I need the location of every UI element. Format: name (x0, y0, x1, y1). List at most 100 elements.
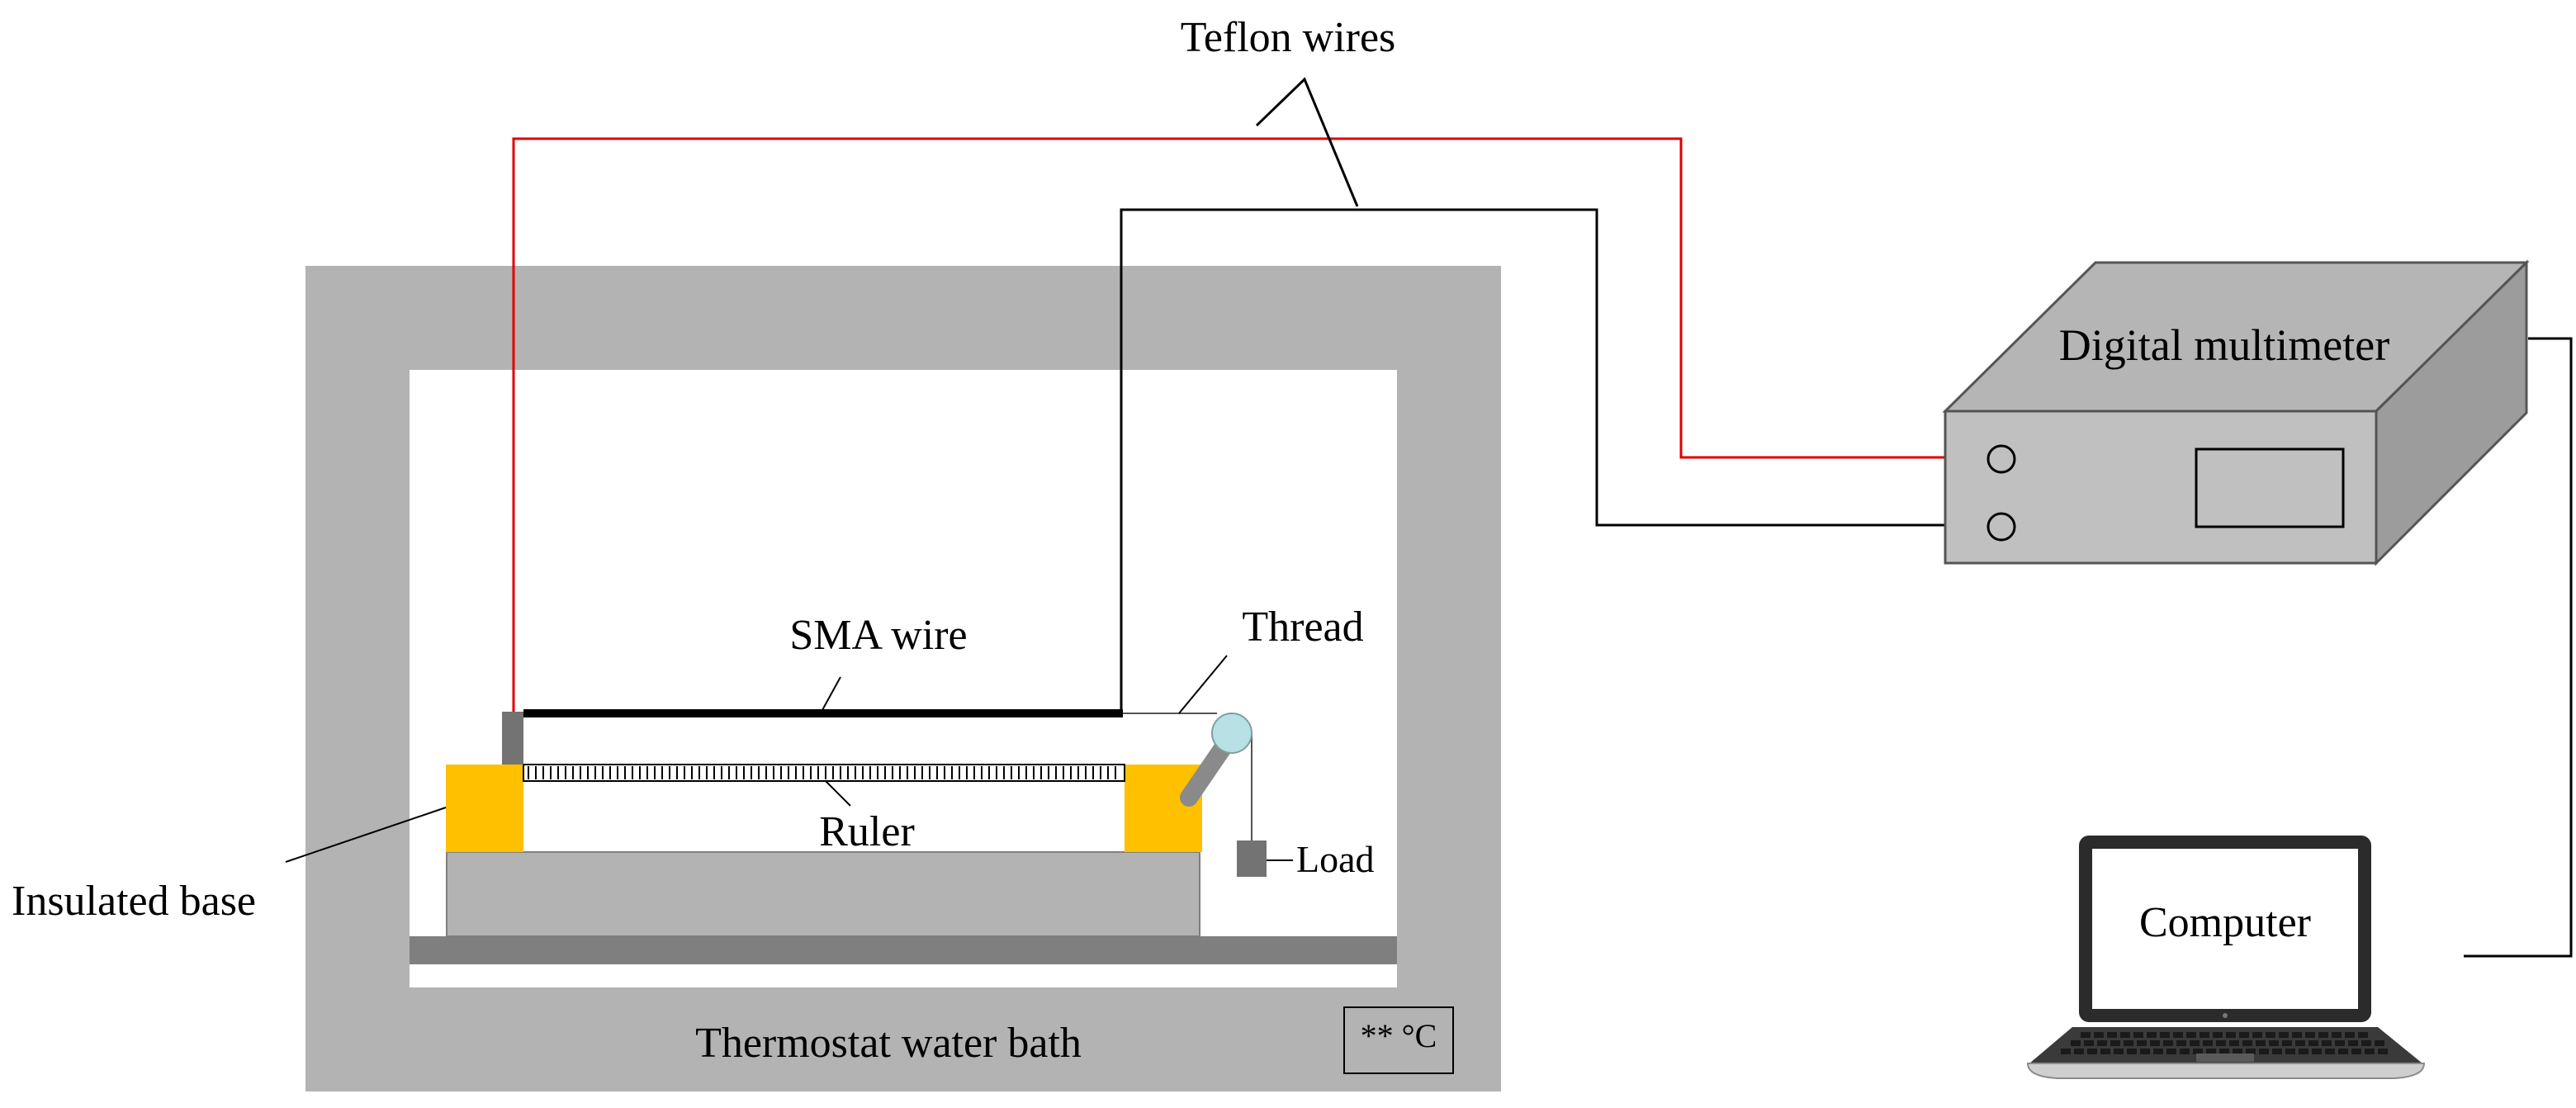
ruler-leader (825, 780, 851, 807)
laptop-key (2375, 1040, 2384, 1046)
laptop-key (2166, 1049, 2176, 1054)
laptop-key (2292, 1032, 2302, 1038)
laptop-key (2282, 1040, 2292, 1046)
insulated-base-leader (285, 807, 447, 863)
laptop-key (2186, 1032, 2196, 1038)
laptop-key (2378, 1049, 2388, 1054)
laptop-key (2120, 1032, 2130, 1038)
laptop-key (2176, 1040, 2186, 1046)
laptop-key (2074, 1049, 2084, 1054)
laptop-key (2087, 1049, 2097, 1054)
laptop-key (2335, 1040, 2345, 1046)
laptop-key (2140, 1049, 2150, 1054)
laptop-key (2100, 1049, 2110, 1054)
laptop-camera (2223, 1013, 2228, 1018)
laptop-key (2269, 1040, 2279, 1046)
laptop-key (2094, 1032, 2104, 1038)
laptop-key (2365, 1049, 2375, 1054)
laptop-key (2110, 1040, 2120, 1046)
laptop-key (2229, 1040, 2239, 1046)
laptop-key (2239, 1032, 2249, 1038)
laptop-key (2084, 1040, 2094, 1046)
laptop-key (2279, 1032, 2289, 1038)
insulated-base-left (446, 765, 523, 852)
laptop-key (2305, 1032, 2315, 1038)
laptop-key (2127, 1049, 2137, 1054)
label-computer: Computer (2139, 899, 2311, 946)
laptop-key (2180, 1049, 2190, 1054)
ruler-ticks (528, 766, 1116, 779)
laptop-key (2272, 1049, 2282, 1054)
sma-wire-leader (822, 676, 841, 711)
pulley (1211, 713, 1252, 754)
teflon-wires-leader (1255, 77, 1359, 207)
laptop-key (2358, 1032, 2368, 1038)
laptop-key (2133, 1032, 2143, 1038)
laptop-key (2351, 1049, 2361, 1054)
laptop-key (2107, 1032, 2117, 1038)
laptop-key (2299, 1049, 2308, 1054)
laptop-keys (2061, 1032, 2388, 1054)
laptop-key (2361, 1040, 2371, 1046)
label-temperature: ** °C (1361, 1017, 1437, 1054)
label-ruler: Ruler (819, 808, 915, 855)
insulated-base-right (1125, 765, 1202, 852)
ruler (523, 764, 1125, 782)
label-thermostat-water-bath: Thermostat water bath (695, 1020, 1082, 1067)
laptop-key (2213, 1032, 2223, 1038)
teflon-wire-black (1120, 208, 1982, 710)
teflon-wire-red (512, 137, 1982, 712)
label-teflon-wires: Teflon wires (1181, 14, 1396, 61)
laptop-key (2137, 1040, 2147, 1046)
bath-frame (305, 266, 1501, 1091)
laptop-key (2345, 1032, 2355, 1038)
digital-multimeter (1942, 259, 2530, 566)
laptop-key (2163, 1040, 2173, 1046)
laptop-key (2193, 1049, 2203, 1054)
laptop-key (2061, 1049, 2071, 1054)
temperature-display (1343, 1006, 1454, 1074)
laptop-key (2338, 1049, 2348, 1054)
load-weight (1237, 840, 1267, 877)
label-digital-multimeter: Digital multimeter (2059, 320, 2389, 370)
thermostat-water-bath (305, 266, 1501, 1091)
laptop-key (2124, 1040, 2133, 1046)
laptop-key (2252, 1032, 2262, 1038)
laptop-key (2173, 1032, 2183, 1038)
laptop-key (2216, 1040, 2226, 1046)
laptop-key (2242, 1040, 2252, 1046)
laptop-key (2259, 1049, 2269, 1054)
laptop-key (2295, 1040, 2305, 1046)
laptop-key (2147, 1032, 2157, 1038)
laptop-key (2348, 1040, 2358, 1046)
laptop-key (2071, 1040, 2081, 1046)
laptop-key (2226, 1032, 2236, 1038)
laptop-key (2325, 1049, 2335, 1054)
laptop-key (2285, 1049, 2295, 1054)
multimeter-terminal-top (1986, 444, 2016, 474)
data-cable (2464, 337, 2573, 958)
bath-rail (410, 936, 1397, 964)
label-load: Load (1296, 838, 1375, 880)
laptop-key (2153, 1049, 2163, 1054)
laptop-key (2160, 1032, 2170, 1038)
laptop-computer (2026, 836, 2426, 1079)
laptop-key (2318, 1032, 2328, 1038)
support-block (446, 851, 1200, 937)
laptop-key (2312, 1049, 2322, 1054)
laptop-key (2266, 1032, 2275, 1038)
laptop-key (2114, 1049, 2124, 1054)
label-insulated-base: Insulated base (12, 878, 256, 925)
multimeter-front (1944, 410, 2378, 565)
label-thread: Thread (1242, 604, 1363, 651)
laptop-key (2206, 1049, 2216, 1054)
laptop-key (2322, 1040, 2332, 1046)
laptop-screen (2092, 849, 2358, 1009)
label-sma-wire: SMA wire (789, 612, 967, 659)
laptop-key (2081, 1032, 2091, 1038)
multimeter-terminal-bottom (1986, 512, 2016, 542)
laptop-base (2026, 1063, 2426, 1079)
laptop-touchpad (2196, 1054, 2254, 1062)
